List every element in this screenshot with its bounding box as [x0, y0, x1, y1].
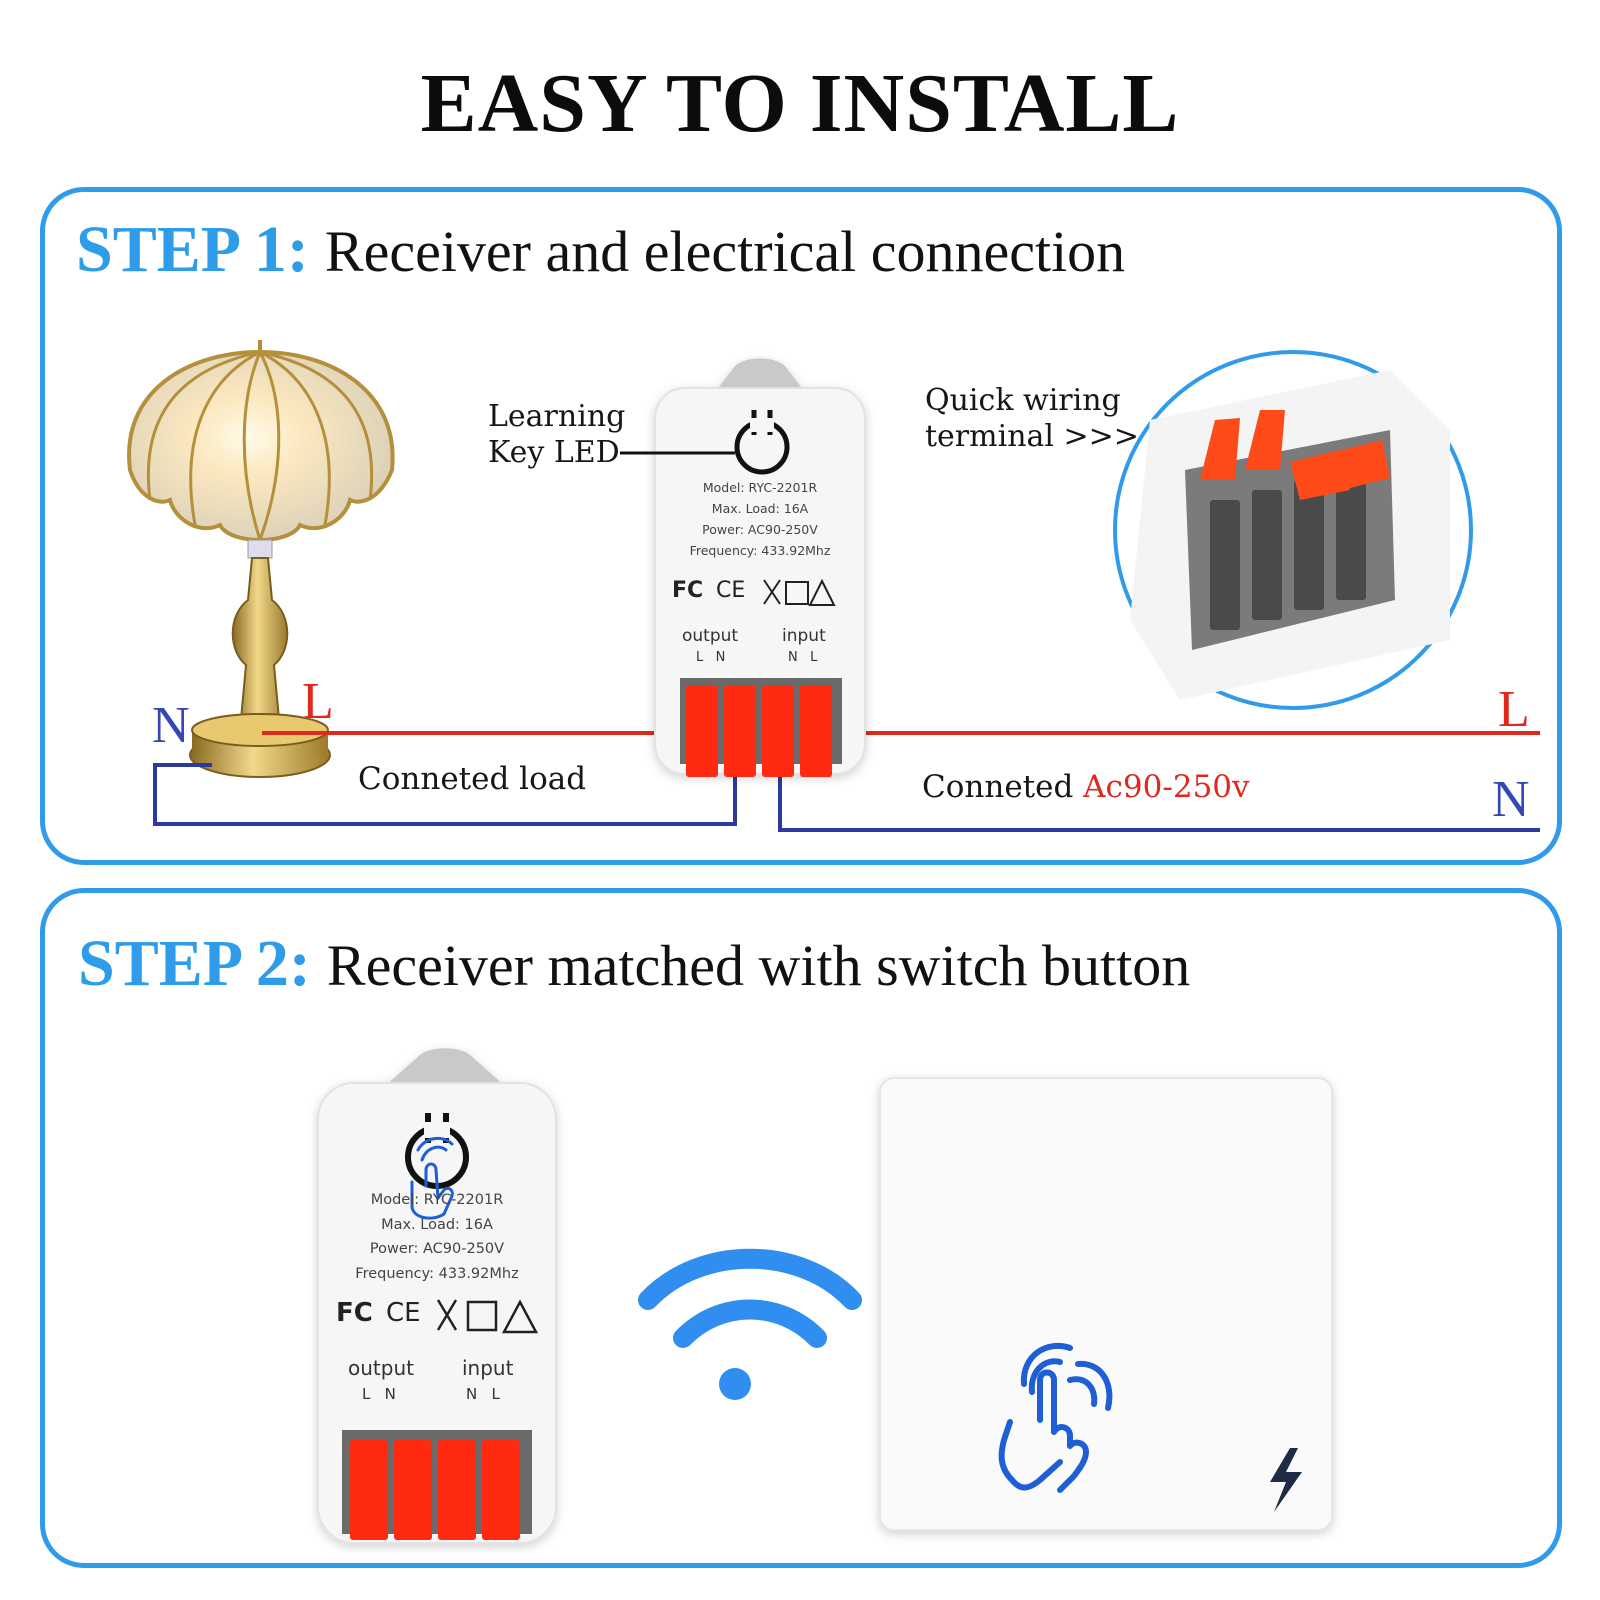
step1-text: Receiver and electrical connection: [324, 219, 1126, 284]
wire-label-L-right: L: [1498, 681, 1530, 738]
page-title: EASY TO INSTALL: [420, 57, 1180, 150]
wire-label-N-right: N: [1492, 771, 1530, 828]
neutral-wire-load: [153, 763, 737, 826]
frequency-text: Frequency: 433.92Mhz: [689, 543, 831, 558]
max-load-text: Max. Load: 16A: [711, 501, 809, 516]
step1-label: STEP 1:: [76, 213, 309, 286]
terminal-block-step2: [350, 1440, 520, 1540]
model-text: Model: RYC-2201R: [370, 1192, 504, 1208]
rohs-icon: [466, 1300, 498, 1332]
weee-icon: [763, 579, 781, 605]
input-pins: N L: [466, 1385, 500, 1403]
fcc-mark: FC: [672, 578, 704, 603]
lamp-icon: [127, 340, 395, 778]
quick-wiring-label: Quick wiring terminal >>>: [925, 383, 1139, 454]
touch-hand-icon: [998, 1342, 1113, 1493]
step2-heading: STEP 2:Receiver matched with switch butt…: [78, 926, 1190, 1002]
rohs-icon: [785, 581, 809, 605]
input-label: input: [782, 626, 826, 646]
connected-supply-label: Conneted Ac90-250v: [922, 769, 1250, 805]
output-pins: L N: [696, 650, 726, 665]
input-label: input: [462, 1356, 514, 1380]
step2-panel: [40, 888, 1562, 1568]
wire-label-N-left: N: [152, 697, 190, 754]
terminal-zoom-view: [1113, 350, 1473, 710]
receiver2-specs: Model: RYC-2201R Max. Load: 16A Power: A…: [318, 1188, 556, 1286]
wiring: [153, 731, 1540, 832]
fcc-mark: FC: [336, 1298, 373, 1328]
wireless-switch-button: [879, 1077, 1333, 1531]
power-text: Power: AC90-250V: [702, 522, 818, 537]
ce-mark: CE: [716, 578, 746, 603]
learning-key-label: Learning Key LED: [488, 399, 626, 470]
weee-icon: [436, 1299, 458, 1331]
bulb-icon: [734, 410, 790, 475]
terminal-block-step1: [686, 685, 832, 777]
output-label: output: [682, 626, 739, 646]
power-text: Power: AC90-250V: [369, 1241, 505, 1257]
step2-label: STEP 2:: [78, 927, 311, 1000]
warning-icon: [808, 578, 836, 606]
model-text: Model: RYC-2201R: [702, 480, 818, 495]
step1-panel: [40, 187, 1562, 865]
input-pins: N L: [788, 650, 818, 665]
neutral-wire-supply: [778, 775, 1540, 832]
cert-marks-step2: [436, 1299, 539, 1334]
connected-load-label: Conneted load: [358, 761, 587, 797]
lightning-icon: [1270, 1448, 1302, 1512]
wifi-icon: [638, 1248, 862, 1400]
step1-heading: STEP 1:Receiver and electrical connectio…: [76, 212, 1125, 288]
output-pins: L N: [362, 1385, 396, 1403]
frequency-text: Frequency: 433.92Mhz: [355, 1265, 519, 1282]
output-label: output: [348, 1356, 414, 1380]
touch-hand-icon: [410, 1136, 454, 1220]
max-load-text: Max. Load: 16A: [381, 1216, 493, 1233]
warning-icon: [501, 1299, 539, 1334]
wire-label-L-left: L: [302, 673, 334, 730]
step2-text: Receiver matched with switch button: [326, 933, 1191, 998]
ce-mark: CE: [386, 1298, 421, 1328]
receiver1-specs: Model: RYC-2201R Max. Load: 16A Power: A…: [655, 477, 865, 561]
cert-marks-step1: [763, 578, 836, 606]
